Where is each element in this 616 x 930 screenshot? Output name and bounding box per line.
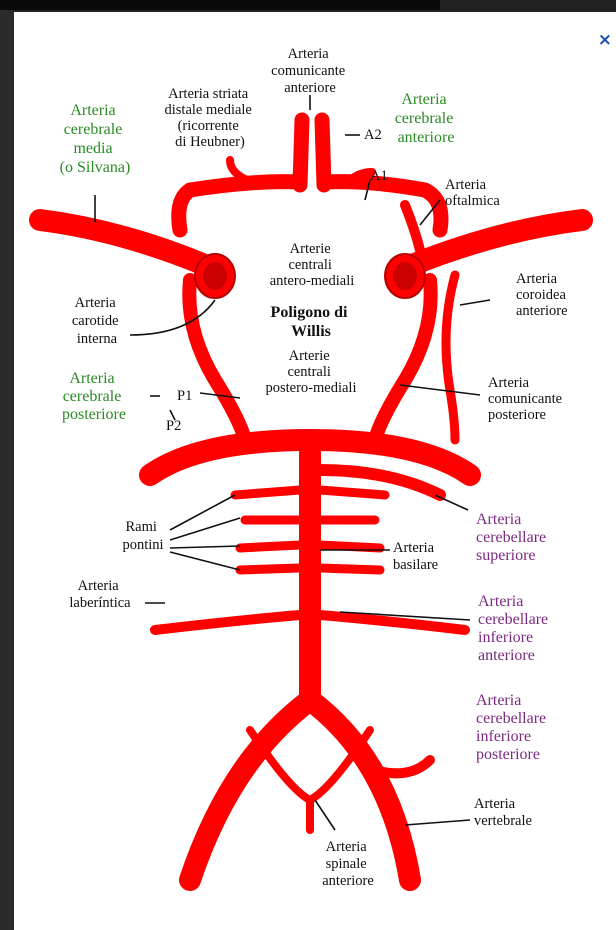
label-p1: P1	[177, 388, 192, 404]
anterior-choroidal-artery	[446, 275, 455, 440]
right-aica	[320, 615, 465, 630]
pontine-branch-1	[235, 490, 300, 495]
right-posterior-communicating-artery	[375, 280, 431, 440]
label-comunicante-posteriore: Arteria comunicante posteriore	[488, 375, 566, 423]
label-cerebellare-inferiore-posteriore: Arteria cerebellare inferiore posteriore	[476, 692, 550, 763]
right-a1-segment	[324, 182, 441, 230]
label-a2: A2	[364, 127, 382, 143]
label-cerebrale-posteriore: Arteria cerebrale posteriore	[62, 370, 126, 423]
left-carotid-lumen	[203, 262, 227, 290]
window-top-bar	[0, 0, 440, 10]
label-a1: A1	[370, 168, 388, 184]
label-cerebellare-inferiore-anteriore: Arteria cerebellare inferiore anteriore	[478, 593, 552, 664]
pica	[375, 760, 430, 773]
label-centrali-postero-mediali: Arterie centrali postero-mediali	[265, 348, 356, 396]
ophthalmic-artery	[405, 205, 420, 250]
label-laberintica: Arteria laberíntica	[69, 578, 131, 611]
pontine-branch-5	[320, 490, 385, 495]
label-striata-distale: Arteria striata distale mediale (ricorre…	[165, 86, 256, 150]
label-cerebrale-media: Arteria cerebrale media (o Silvana)	[60, 102, 131, 176]
label-spinale-anteriore: Arteria spinale anteriore	[322, 839, 374, 889]
pontine-branch-3	[240, 545, 300, 548]
left-a1-segment	[179, 182, 300, 230]
left-aica	[155, 615, 300, 630]
label-coroidea-anteriore: Arteria coroidea anteriore	[516, 271, 570, 319]
label-cerebellare-superiore: Arteria cerebellare superiore	[476, 511, 550, 564]
window-left-edge	[0, 10, 14, 930]
arteries	[40, 120, 582, 880]
label-vertebrale: Arteria vertebrale	[474, 796, 532, 829]
pontine-branch-7	[320, 545, 380, 548]
label-cerebrale-anteriore: Arteria cerebrale anteriore	[395, 91, 458, 146]
label-carotide-interna: Arteria carotide interna	[72, 295, 122, 347]
label-basilare: Arteria basilare	[393, 540, 438, 573]
pontine-branch-4	[240, 568, 300, 570]
label-oftalmica: Arteria oftalmica	[445, 177, 500, 209]
image-viewer-panel: ×	[14, 12, 616, 930]
circle-of-willis-diagram: Arteria comunicante anteriore Arteria st…	[14, 12, 616, 930]
label-p2: P2	[166, 418, 181, 434]
label-centrali-antero-mediali: Arterie centrali antero-mediali	[270, 241, 355, 289]
left-posterior-communicating-artery	[189, 280, 245, 440]
label-comunicante-anteriore: Arteria comunicante anteriore	[271, 46, 349, 96]
diagram-title: Poligono di Willis	[271, 304, 352, 340]
label-rami-pontini: Rami pontini	[122, 519, 163, 553]
right-carotid-lumen	[393, 262, 417, 290]
pontine-branch-8	[320, 568, 380, 570]
